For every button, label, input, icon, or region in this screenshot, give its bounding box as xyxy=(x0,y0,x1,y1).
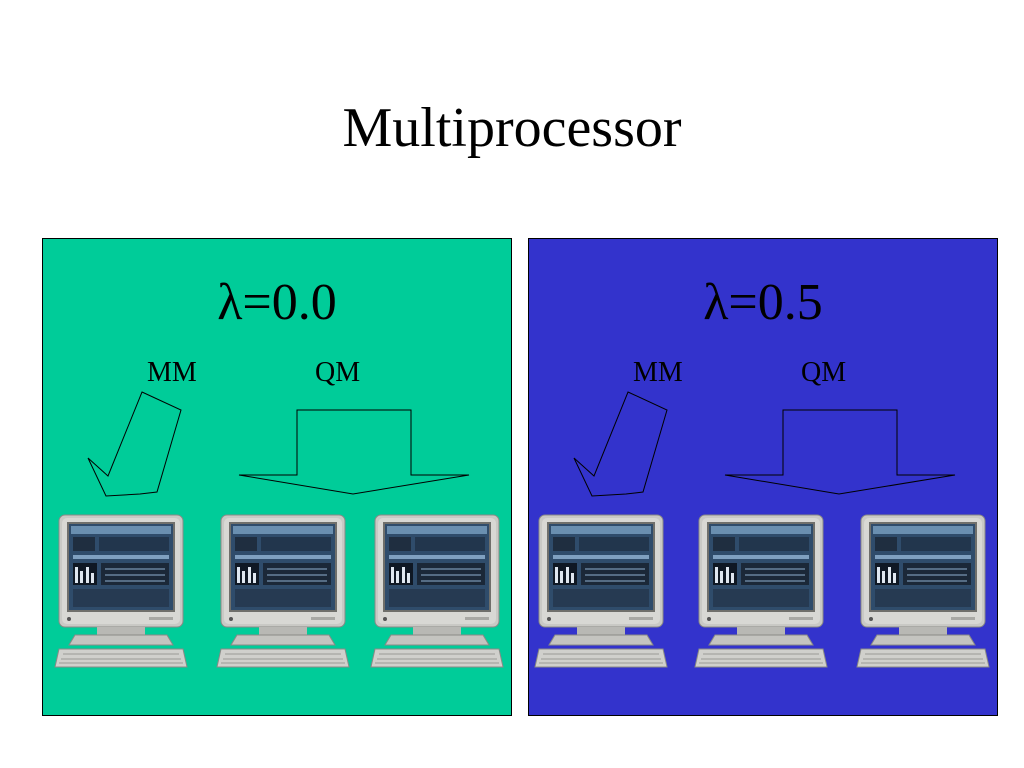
slide-title: Multiprocessor xyxy=(342,97,682,159)
qm-label: QM xyxy=(801,357,847,388)
computer-workstation-icon xyxy=(370,514,504,668)
mm-diagonal-arrow-icon xyxy=(87,391,182,497)
mm-diagonal-arrow-icon xyxy=(573,391,668,497)
computer-workstation-icon xyxy=(216,514,350,668)
computer-workstation-icon xyxy=(694,514,828,668)
qm-label: QM xyxy=(315,357,361,388)
mm-label: MM xyxy=(147,357,197,388)
computer-workstation-icon xyxy=(856,514,990,668)
lambda-label: λ=0.5 xyxy=(703,274,823,331)
qm-split-arrow-icon xyxy=(238,409,470,495)
arrows-layer xyxy=(573,391,956,497)
qm-split-arrow-icon xyxy=(724,409,956,495)
panel-lambda-0-0: λ=0.0 MM QM xyxy=(42,238,512,716)
mm-label: MM xyxy=(633,357,683,388)
arrows-layer xyxy=(87,391,470,497)
computer-workstation-icon xyxy=(54,514,188,668)
computer-workstation-icon xyxy=(534,514,668,668)
panel-lambda-0-5: λ=0.5 MM QM xyxy=(528,238,998,716)
lambda-label: λ=0.0 xyxy=(217,274,337,331)
